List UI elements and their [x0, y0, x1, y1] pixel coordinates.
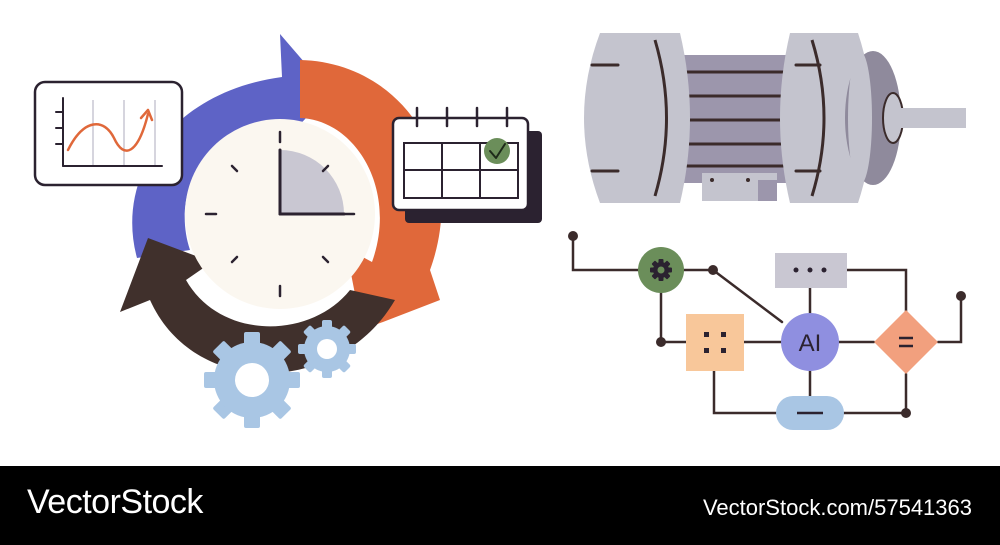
blue-arrow [132, 34, 330, 258]
diamond-node [874, 310, 938, 374]
dots-node [775, 253, 847, 288]
electric-motor-icon [584, 33, 966, 203]
brand-logo-text: VectorStock [27, 483, 203, 521]
clock-quarter-sector [280, 150, 344, 214]
check-icon [484, 138, 510, 164]
illustration: AI [33, 33, 966, 430]
image-id-url: VectorStock.com/57541363 [702, 495, 972, 520]
ai-node-label: AI [799, 330, 822, 357]
calendar-icon [391, 106, 542, 223]
chart-icon [33, 80, 184, 187]
ai-flowchart-icon: AI [568, 231, 966, 430]
motor-shaft [900, 108, 966, 128]
ai-node: AI [781, 313, 839, 371]
clock-icon [185, 119, 375, 309]
gear-icon [204, 320, 356, 428]
pill-node [776, 396, 844, 430]
watermark-footer: VectorStock VectorStock.com/57541363 [0, 466, 1000, 545]
gear-node [638, 247, 684, 293]
square-node [686, 314, 744, 371]
